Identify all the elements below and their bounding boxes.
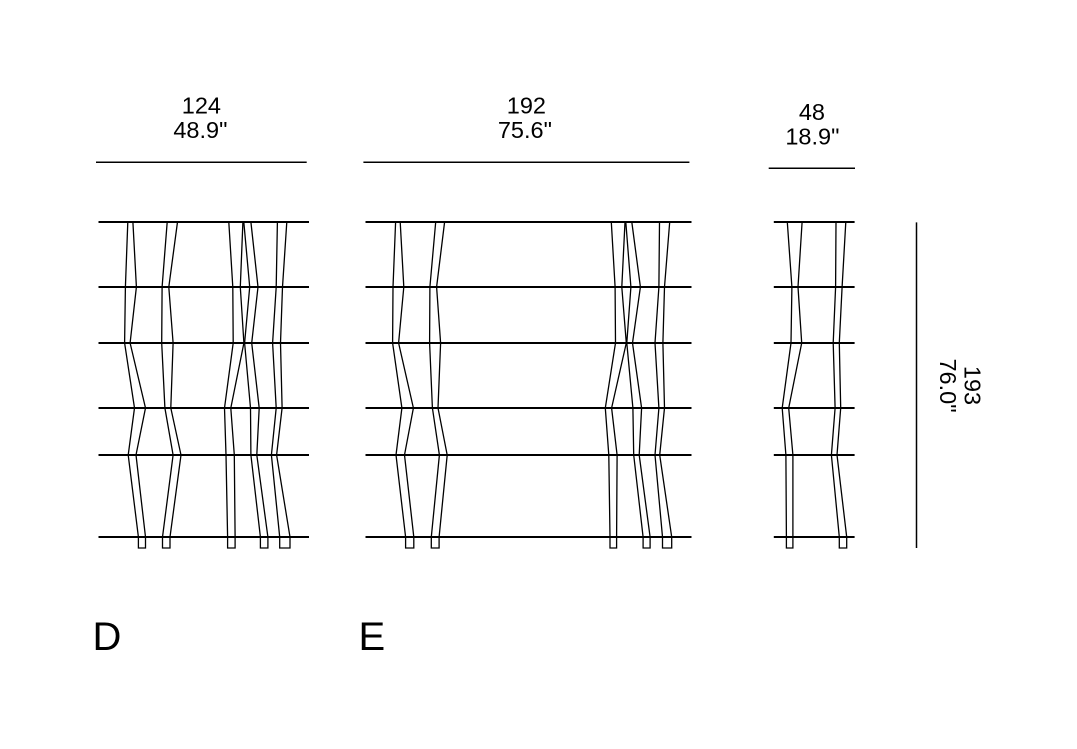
svg-text:76.0": 76.0" — [935, 358, 961, 412]
svg-text:75.6": 75.6" — [498, 117, 552, 143]
svg-text:48: 48 — [799, 99, 825, 125]
svg-text:E: E — [359, 615, 386, 659]
svg-text:192: 192 — [507, 93, 546, 119]
svg-text:D: D — [93, 615, 122, 659]
svg-text:18.9": 18.9" — [785, 124, 839, 150]
svg-text:48.9": 48.9" — [173, 117, 227, 143]
svg-text:124: 124 — [182, 93, 221, 119]
svg-text:193: 193 — [960, 366, 986, 405]
